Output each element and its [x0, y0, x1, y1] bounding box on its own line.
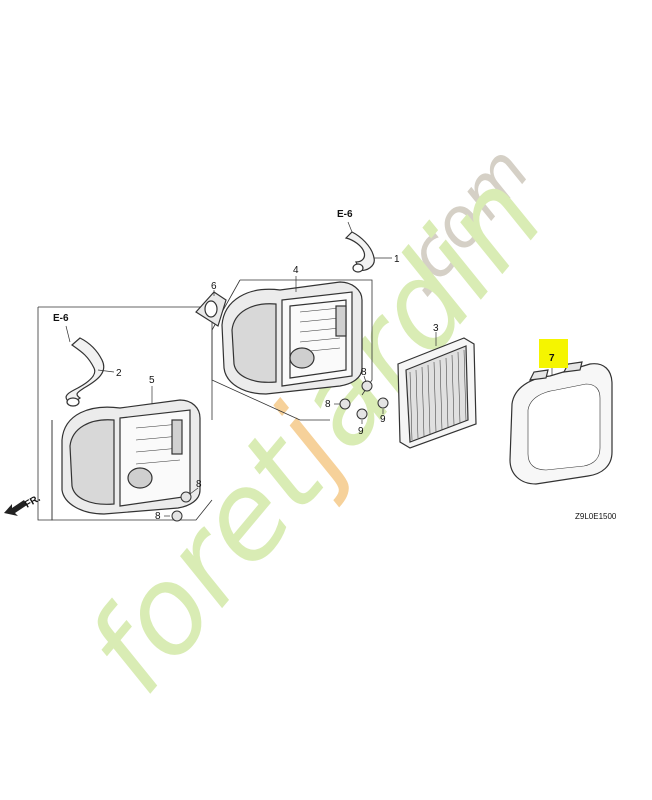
nut-9a	[356, 408, 368, 420]
callout-8c: 8	[196, 479, 202, 490]
diagram-code: Z9L0E1500	[575, 512, 617, 521]
fasteners	[171, 380, 389, 522]
callout-5: 5	[149, 375, 155, 386]
callout-labels: 1 2 3 4 5 6 7 8 8 8 8 9 9	[116, 254, 555, 522]
callout-9a: 9	[358, 426, 364, 437]
callout-4: 4	[293, 265, 299, 276]
part-7-air-cleaner-cover	[509, 361, 613, 485]
callout-8d: 8	[155, 511, 161, 522]
part-4-air-cleaner-case	[221, 281, 363, 395]
front-arrow-icon	[4, 500, 27, 516]
front-indicator: FR.	[4, 493, 43, 516]
callout-6: 6	[211, 281, 217, 292]
callout-8b: 8	[325, 399, 331, 410]
front-label: FR.	[23, 493, 43, 511]
callout-3: 3	[433, 323, 439, 334]
callout-8a: 8	[361, 367, 367, 378]
bolt-8b	[339, 398, 351, 410]
part-2-hose	[65, 337, 105, 407]
callout-2: 2	[116, 368, 122, 379]
nut-9b	[377, 397, 389, 409]
part-5-air-cleaner-case	[61, 399, 201, 515]
ref-e6-left: E-6	[53, 313, 69, 324]
part-1-hose	[344, 231, 375, 273]
ref-e6-top: E-6	[337, 209, 353, 220]
callout-7: 7	[549, 353, 555, 364]
bolt-8c	[180, 491, 192, 503]
bolt-8a	[361, 380, 373, 392]
filter-pleats	[409, 349, 467, 441]
callout-9b: 9	[380, 414, 386, 425]
leader-lines	[65, 221, 553, 517]
callout-1: 1	[394, 254, 400, 265]
part-6-gasket	[195, 291, 227, 327]
part-3-air-filter	[397, 337, 477, 449]
bolt-8d	[171, 510, 183, 522]
highlight-part-7	[539, 339, 568, 368]
